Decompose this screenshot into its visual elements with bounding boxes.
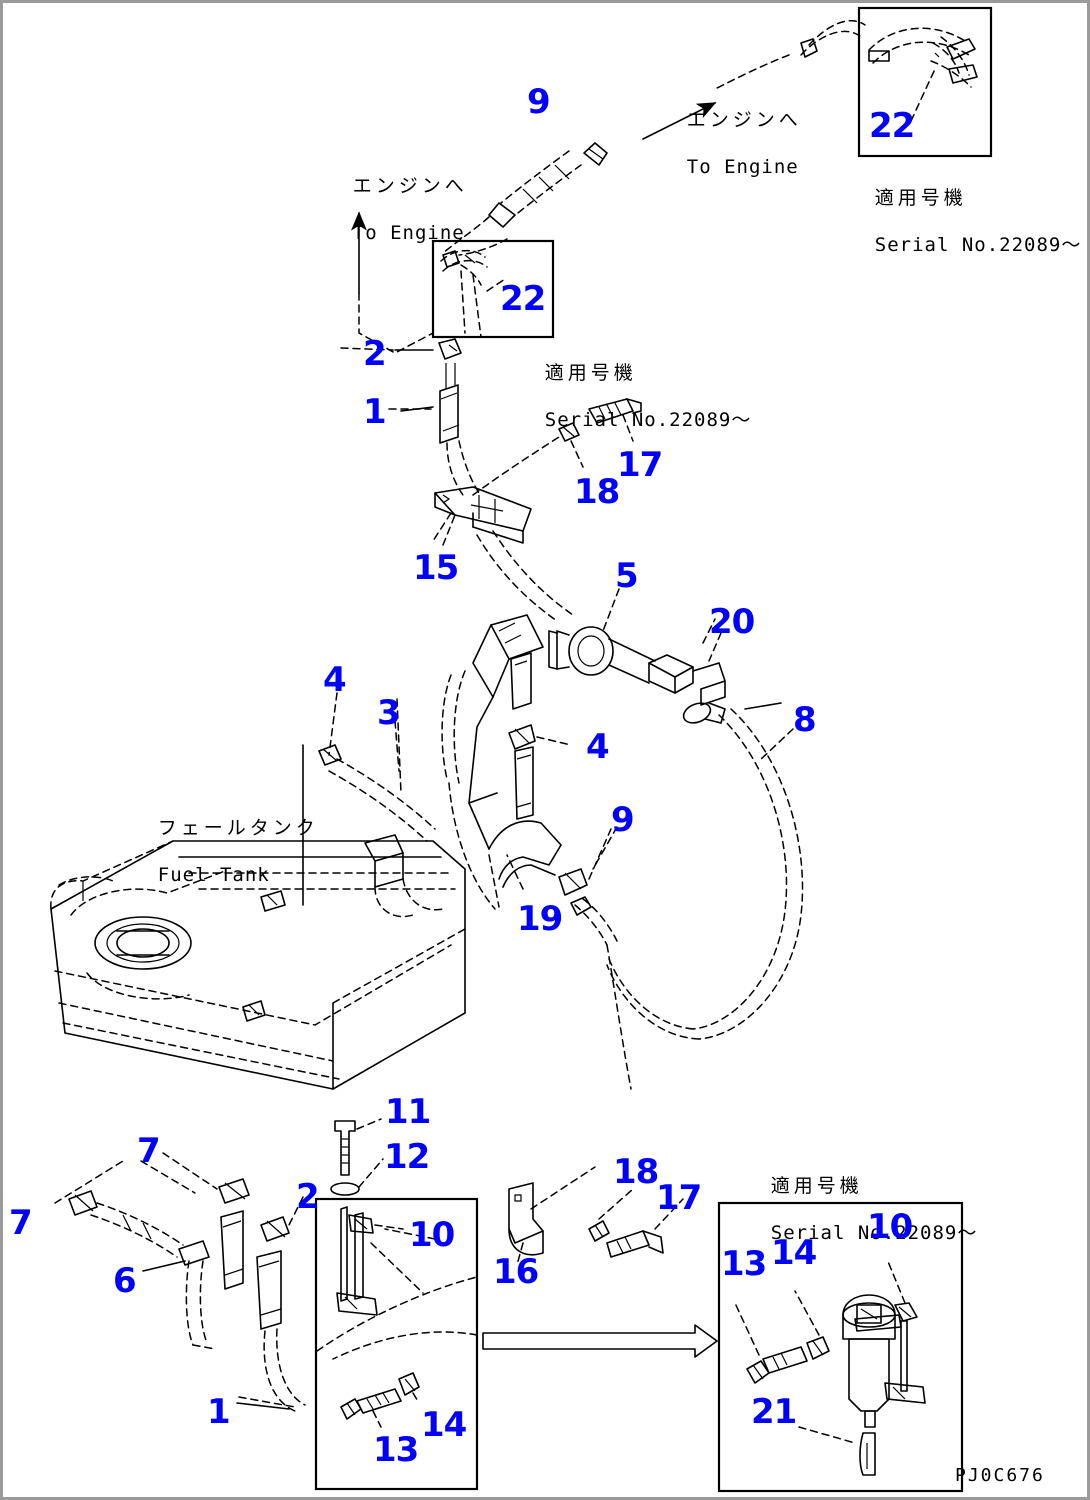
callout-17: 17 (617, 445, 663, 485)
callout-10: 10 (409, 1215, 455, 1255)
inset-box-bottom-right (717, 1201, 964, 1493)
bracket-15 (434, 486, 532, 544)
caption-serial-mid-jp: 適用号機 (544, 361, 637, 384)
bracket-16 (508, 1166, 596, 1266)
callout-9: 9 (611, 800, 635, 840)
inset-box-22-mid (431, 239, 555, 339)
callout-20: 20 (709, 602, 755, 642)
caption-to-engine-top-jp: エンジンへ (686, 108, 802, 131)
callout-15: 15 (413, 548, 459, 588)
transform-arrow (482, 1324, 718, 1358)
callout-21: 21 (751, 1392, 797, 1432)
callout-14: 14 (771, 1233, 817, 1273)
caption-serial-bottom-jp: 適用号機 (770, 1174, 863, 1197)
callout-1: 1 (207, 1392, 231, 1432)
inset-box-22-top (857, 6, 993, 158)
caption-fuel-tank: フェールタンク Fuel Tank (108, 793, 319, 912)
callout-10: 10 (867, 1207, 913, 1247)
caption-to-engine-left-en: To Engine (352, 222, 465, 245)
fuel-tank (50, 834, 466, 1090)
diagram-artwork: .s{fill:none;stroke:#000;stroke-width:1.… (50, 6, 993, 1493)
caption-fuel-tank-en: Fuel Tank (157, 864, 270, 887)
callout-18: 18 (574, 472, 620, 512)
caption-to-engine-left-jp: エンジンへ (352, 174, 468, 197)
caption-to-engine-left: エンジンへ To Engine (303, 151, 468, 270)
callout-22: 22 (500, 279, 546, 319)
callout-4: 4 (586, 727, 610, 767)
callout-12: 12 (384, 1137, 430, 1177)
caption-to-engine-top: エンジンへ To Engine (637, 85, 802, 204)
caption-serial-mid-en: Serial No.22089〜 (544, 409, 752, 432)
callout-13: 13 (721, 1244, 767, 1284)
callout-17: 17 (656, 1178, 702, 1218)
callout-3: 3 (377, 693, 401, 733)
caption-serial-bottom-en: Serial No.22089〜 (770, 1222, 978, 1245)
caption-serial-mid: 適用号機 Serial No.22089〜 (495, 338, 751, 457)
callout-8: 8 (793, 700, 817, 740)
callout-19: 19 (517, 899, 563, 939)
callout-7: 7 (137, 1131, 161, 1171)
callout-4: 4 (323, 660, 347, 700)
caption-serial-top-jp: 適用号機 (874, 186, 967, 209)
caption-to-engine-top-en: To Engine (686, 156, 799, 179)
callout-22: 22 (869, 106, 915, 146)
callout-7: 7 (9, 1203, 33, 1243)
callout-9: 9 (527, 82, 551, 122)
callout-16: 16 (493, 1252, 539, 1292)
callout-5: 5 (615, 556, 639, 596)
callout-14: 14 (421, 1405, 467, 1445)
caption-serial-bottom: 適用号機 Serial No.22089〜 (721, 1151, 977, 1270)
callout-13: 13 (373, 1430, 419, 1470)
center-assembly (441, 614, 572, 910)
callout-2: 2 (363, 334, 387, 374)
caption-serial-top: 適用号機 Serial No.22089〜 (825, 163, 1081, 282)
callout-11: 11 (385, 1092, 431, 1132)
inset-box-bottom-left (314, 1197, 479, 1491)
caption-serial-top-en: Serial No.22089〜 (874, 234, 1082, 257)
callout-18: 18 (613, 1152, 659, 1192)
fitting-5 (548, 626, 656, 684)
callout-6: 6 (113, 1261, 137, 1301)
fitting-20 (648, 654, 726, 724)
callout-1: 1 (363, 392, 387, 432)
drawing-code: PJ0C676 (955, 1465, 1045, 1486)
callout-2: 2 (296, 1177, 320, 1217)
caption-fuel-tank-jp: フェールタンク (157, 816, 319, 839)
